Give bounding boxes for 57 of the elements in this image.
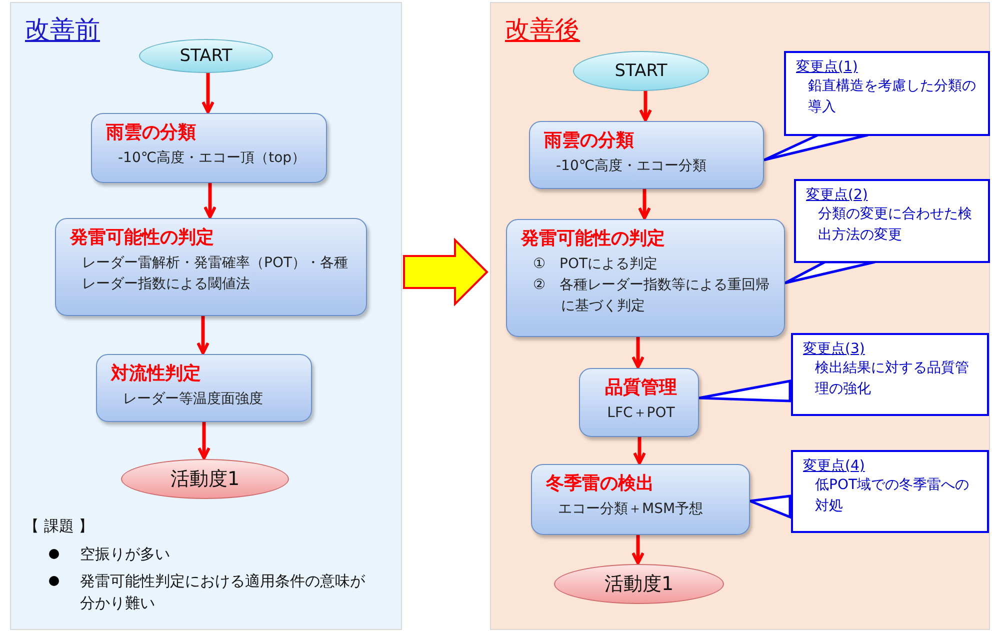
box-text: ① POTによる判定: [532, 255, 659, 274]
block-arrow: [403, 238, 488, 306]
callout-heading: 変更点(3): [803, 340, 865, 358]
process-box: [579, 368, 699, 437]
box-heading: 品質管理: [604, 376, 678, 399]
end-terminal: 活動度1: [121, 459, 289, 499]
arrow: [632, 336, 644, 368]
arrow: [204, 182, 216, 218]
arrow: [196, 315, 210, 354]
callout-text: 鉛直構造を考慮した分類の導入: [807, 77, 977, 117]
callout-text: 検出結果に対する品質管理の強化: [814, 359, 970, 399]
process-box: [529, 121, 764, 189]
box-text: レーダー等温度面強度: [122, 390, 264, 409]
bullet-item: 発雷可能性判定における適用条件の意味が分かり難い: [80, 571, 366, 614]
callout-pointer: [762, 134, 870, 162]
panel: [10, 2, 402, 630]
process-box: [91, 113, 327, 183]
arrow: [632, 534, 644, 564]
box-heading: 雨雲の分類: [106, 121, 197, 144]
callout-box: [791, 450, 989, 533]
callout-heading: 変更点(4): [803, 457, 865, 475]
box-heading: 雨雲の分類: [544, 129, 635, 152]
section-heading: 【 課題 】: [24, 516, 95, 537]
box-heading: 対流性判定: [111, 362, 202, 385]
end-terminal: 活動度1: [554, 564, 724, 604]
start-terminal: START: [573, 51, 709, 91]
box-text: LFC＋POT: [606, 404, 676, 423]
box-text: -10℃高度・エコー分類: [555, 157, 708, 176]
callout-text: 低POT域での冬季雷への対処: [814, 476, 970, 516]
callout-box: [791, 333, 989, 416]
bullet-item: 空振りが多い: [80, 544, 171, 565]
process-box: [55, 218, 367, 316]
callout-heading: 変更点(2): [806, 186, 868, 204]
arrow: [633, 436, 646, 464]
box-text: エコー分類＋MSM予想: [557, 500, 704, 519]
callout-heading: 変更点(1): [796, 58, 858, 76]
arrow: [198, 421, 210, 460]
arrow: [638, 188, 651, 220]
callout-pointer: [784, 260, 876, 284]
callout-pointer: [698, 380, 792, 402]
process-box: [506, 219, 785, 337]
process-box: [531, 464, 750, 535]
box-text: -10℃高度・エコー頂（top）: [117, 149, 307, 168]
panel: [490, 2, 990, 630]
process-box: [96, 354, 312, 422]
panel-heading: 改善前: [25, 14, 100, 46]
callout-text: 分類の変更に合わせた検出方法の変更: [817, 205, 973, 245]
box-text: ② 各種レーダー指数等による重回帰に基づく判定: [532, 276, 771, 316]
callout-pointer: [748, 494, 792, 519]
arrow: [202, 72, 214, 114]
box-heading: 発雷可能性の判定: [521, 227, 666, 250]
box-heading: 発雷可能性の判定: [70, 226, 215, 249]
box-text: レーダー雷解析・発雷確率（POT）・各種レーダー指数による閾値法: [81, 254, 350, 294]
box-heading: 冬季雷の検出: [546, 472, 655, 495]
start-terminal: START: [139, 39, 273, 73]
arrow: [639, 90, 652, 122]
panel-heading: 改善後: [505, 14, 580, 46]
